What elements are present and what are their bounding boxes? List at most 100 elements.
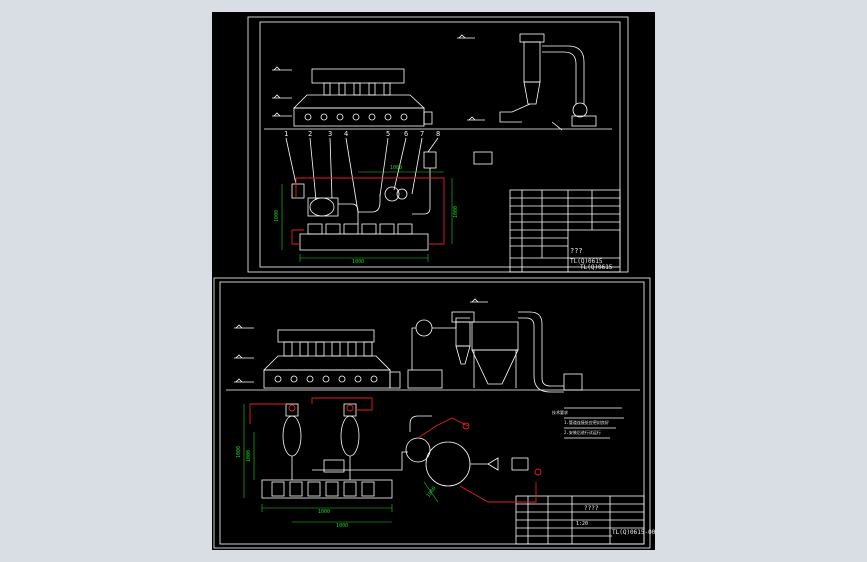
bottom-fan-motor — [563, 373, 583, 391]
top-plan-base — [299, 233, 429, 251]
top-fan-motor — [571, 115, 597, 127]
bottom-dimensions — [243, 404, 439, 523]
top-dim-left: 1000 — [274, 209, 280, 222]
top-callout-4: 4 — [344, 130, 349, 138]
bottom-dryer-body — [263, 355, 391, 371]
top-cyclone-body — [523, 41, 541, 83]
top-callout-leaders — [285, 137, 439, 213]
bottom-plan-base — [261, 479, 393, 499]
top-plan-cells — [307, 223, 413, 235]
top-title-grid — [510, 190, 620, 272]
bottom-note-title: 技术要求 — [552, 410, 568, 415]
top-callout-8: 8 — [436, 130, 441, 138]
top-callout-5: 5 — [386, 130, 391, 138]
bottom-notes-lines — [564, 407, 624, 439]
top-level-mark — [272, 66, 292, 71]
top-duct-lower — [499, 103, 531, 123]
top-dim-overall: 1000 — [352, 259, 365, 265]
bottom-fan-housing — [415, 319, 433, 337]
bottom-dim-lower: 1000 — [336, 523, 349, 529]
drawing-canvas — [213, 16, 651, 549]
bottom-dim-left: 1000 — [236, 445, 242, 458]
top-duct-arc — [542, 45, 585, 104]
top-level-mark — [272, 94, 292, 99]
bottom-title-name: ???? — [584, 505, 599, 512]
bottom-dim-left-2: 1000 — [246, 449, 252, 462]
top-plan-exchanger — [309, 197, 335, 217]
bottom-plan-duct — [470, 457, 499, 471]
bottom-cyclone-head — [451, 311, 475, 323]
top-dryer-roof — [311, 68, 405, 84]
bottom-plan-duct — [409, 415, 432, 432]
bottom-title-drawing-no: TL(Q)0615-00 — [612, 529, 656, 536]
top-plan-pipe — [358, 194, 381, 213]
bottom-level-mark — [234, 378, 254, 383]
bottom-red-pipes — [249, 397, 542, 503]
top-plan-pipe — [412, 168, 431, 215]
top-detail-box — [473, 151, 493, 165]
top-dim-upper: 1000 — [390, 165, 403, 171]
bottom-duct — [432, 317, 470, 329]
top-duct-arc-inner — [542, 51, 577, 104]
bottom-dryer-end-box — [389, 371, 401, 389]
top-plan-feeder — [291, 183, 305, 199]
bottom-plan-cells — [271, 481, 375, 497]
bottom-sheet — [213, 277, 651, 549]
top-callout-1: 1 — [284, 130, 289, 138]
top-level-mark — [272, 112, 292, 117]
bottom-dim-overall: 1000 — [318, 509, 331, 515]
bottom-bagfilter-hopper — [471, 349, 519, 385]
top-plan-fan — [384, 186, 400, 202]
top-cyclone-cone — [523, 81, 541, 105]
top-callout-3: 3 — [328, 130, 333, 138]
bottom-plan-pump — [323, 459, 345, 473]
bottom-note-2: 2.安装后进行试运行 — [564, 430, 601, 435]
bottom-plan-cyclone — [425, 441, 471, 487]
top-plan-fan — [396, 188, 408, 200]
top-plan-pipe — [338, 203, 359, 224]
cad-viewport: 1 2 3 4 5 6 7 8 1000 1000 1000 1000 ??? … — [212, 12, 655, 550]
top-title-drawing-no-1: TL(Q)0615 — [570, 258, 603, 265]
bottom-dryer-wheels — [274, 375, 378, 383]
top-dryer-wheels — [304, 113, 408, 121]
bottom-cyclone-cone — [455, 345, 471, 365]
top-plan-motor — [423, 151, 437, 169]
top-sheet — [247, 16, 629, 273]
bottom-plan-pipe — [312, 451, 408, 471]
top-dimensions — [281, 171, 453, 262]
bottom-title-scale: 1:20 — [576, 521, 589, 527]
top-dryer-end-box — [423, 111, 433, 125]
top-callout-2: 2 — [308, 130, 313, 138]
bottom-level-mark — [470, 298, 488, 303]
bottom-cyclone-body — [455, 321, 471, 347]
top-dim-right: 1000 — [453, 205, 459, 218]
bottom-plan-burner — [285, 403, 299, 417]
bottom-level-mark — [234, 324, 254, 329]
top-dryer-stacks — [323, 82, 391, 96]
top-callout-6: 6 — [404, 130, 409, 138]
bottom-bagfilter-body — [471, 321, 519, 351]
top-level-mark — [467, 116, 485, 121]
bottom-dryer-stacks — [283, 341, 373, 357]
top-title-drawing-no-2: TL(Q)0615 — [580, 264, 613, 271]
top-dryer-body — [293, 94, 426, 109]
bottom-fan-base — [407, 369, 443, 389]
bottom-duct — [411, 327, 416, 370]
top-fan-housing — [572, 102, 588, 118]
top-callout-7: 7 — [420, 130, 425, 138]
bottom-sheet-inner-border — [219, 281, 645, 545]
bottom-plan-heater — [340, 415, 360, 457]
top-level-mark — [457, 34, 475, 39]
bottom-duct-arc — [518, 311, 564, 387]
top-plan-heater — [307, 197, 339, 217]
bottom-plan-burner — [343, 403, 357, 417]
bottom-title-grid — [516, 496, 644, 544]
top-title-name: ??? — [570, 247, 583, 255]
bottom-sheet-outer-border — [213, 277, 651, 549]
top-cyclone-head — [519, 33, 545, 43]
bottom-plan-heater — [282, 415, 302, 457]
bottom-plan-motor — [511, 457, 529, 471]
top-red-pipes — [291, 177, 445, 245]
bottom-dryer-roof — [277, 329, 375, 343]
bottom-level-mark — [234, 354, 254, 359]
